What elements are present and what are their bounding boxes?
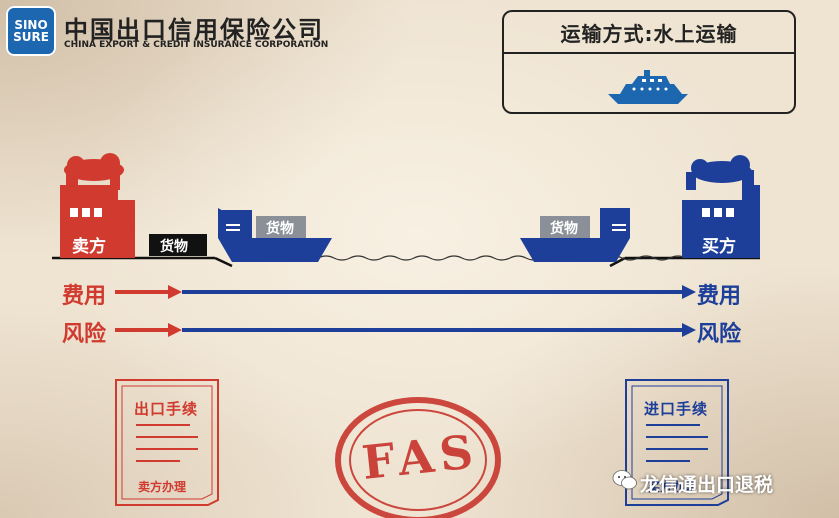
water-wave bbox=[317, 255, 687, 261]
dock-cargo-box bbox=[149, 234, 207, 256]
ship-left-cargo-label: 货物 bbox=[266, 221, 294, 237]
export-doc-icon bbox=[115, 379, 219, 506]
ship-right-icon bbox=[520, 208, 630, 262]
risk-label-seller: 风险 bbox=[62, 322, 107, 347]
ship-left-icon bbox=[218, 208, 332, 262]
logo-badge-line1: SINO bbox=[14, 18, 48, 32]
dock-cargo-label: 货物 bbox=[160, 239, 188, 255]
import-doc-footer: 买方办理 bbox=[648, 480, 697, 494]
fas-stamp bbox=[335, 397, 501, 518]
export-doc-footer: 卖方办理 bbox=[138, 480, 187, 494]
cost-label-seller: 费用 bbox=[62, 284, 107, 309]
company-name-en: CHINA EXPORT & CREDIT INSURANCE CORPORAT… bbox=[64, 40, 329, 50]
watermark-text: 龙信通出口退税 bbox=[640, 474, 774, 496]
buyer-label: 买方 bbox=[702, 237, 736, 257]
wechat-icon bbox=[612, 468, 638, 492]
seller-label: 卖方 bbox=[72, 237, 106, 257]
export-doc-title: 出口手续 bbox=[134, 400, 199, 418]
risk-label-buyer: 风险 bbox=[697, 322, 742, 347]
buyer-factory-icon bbox=[682, 155, 760, 258]
import-doc-title: 进口手续 bbox=[644, 400, 709, 418]
import-doc-icon bbox=[625, 379, 729, 506]
cost-label-buyer: 费用 bbox=[697, 284, 742, 309]
ship-right-cargo-label: 货物 bbox=[550, 221, 578, 237]
transport-mode-box: 运输方式:水上运输 bbox=[502, 10, 796, 114]
logo-badge-line2: SURE bbox=[13, 30, 49, 44]
company-name-cn: 中国出口信用保险公司 bbox=[64, 16, 324, 44]
sinosure-logo-badge: SINO SURE bbox=[6, 6, 56, 56]
cruise-ship-icon bbox=[608, 70, 688, 104]
transport-mode-title: 运输方式:水上运输 bbox=[504, 12, 794, 54]
seller-factory-icon bbox=[60, 153, 135, 258]
